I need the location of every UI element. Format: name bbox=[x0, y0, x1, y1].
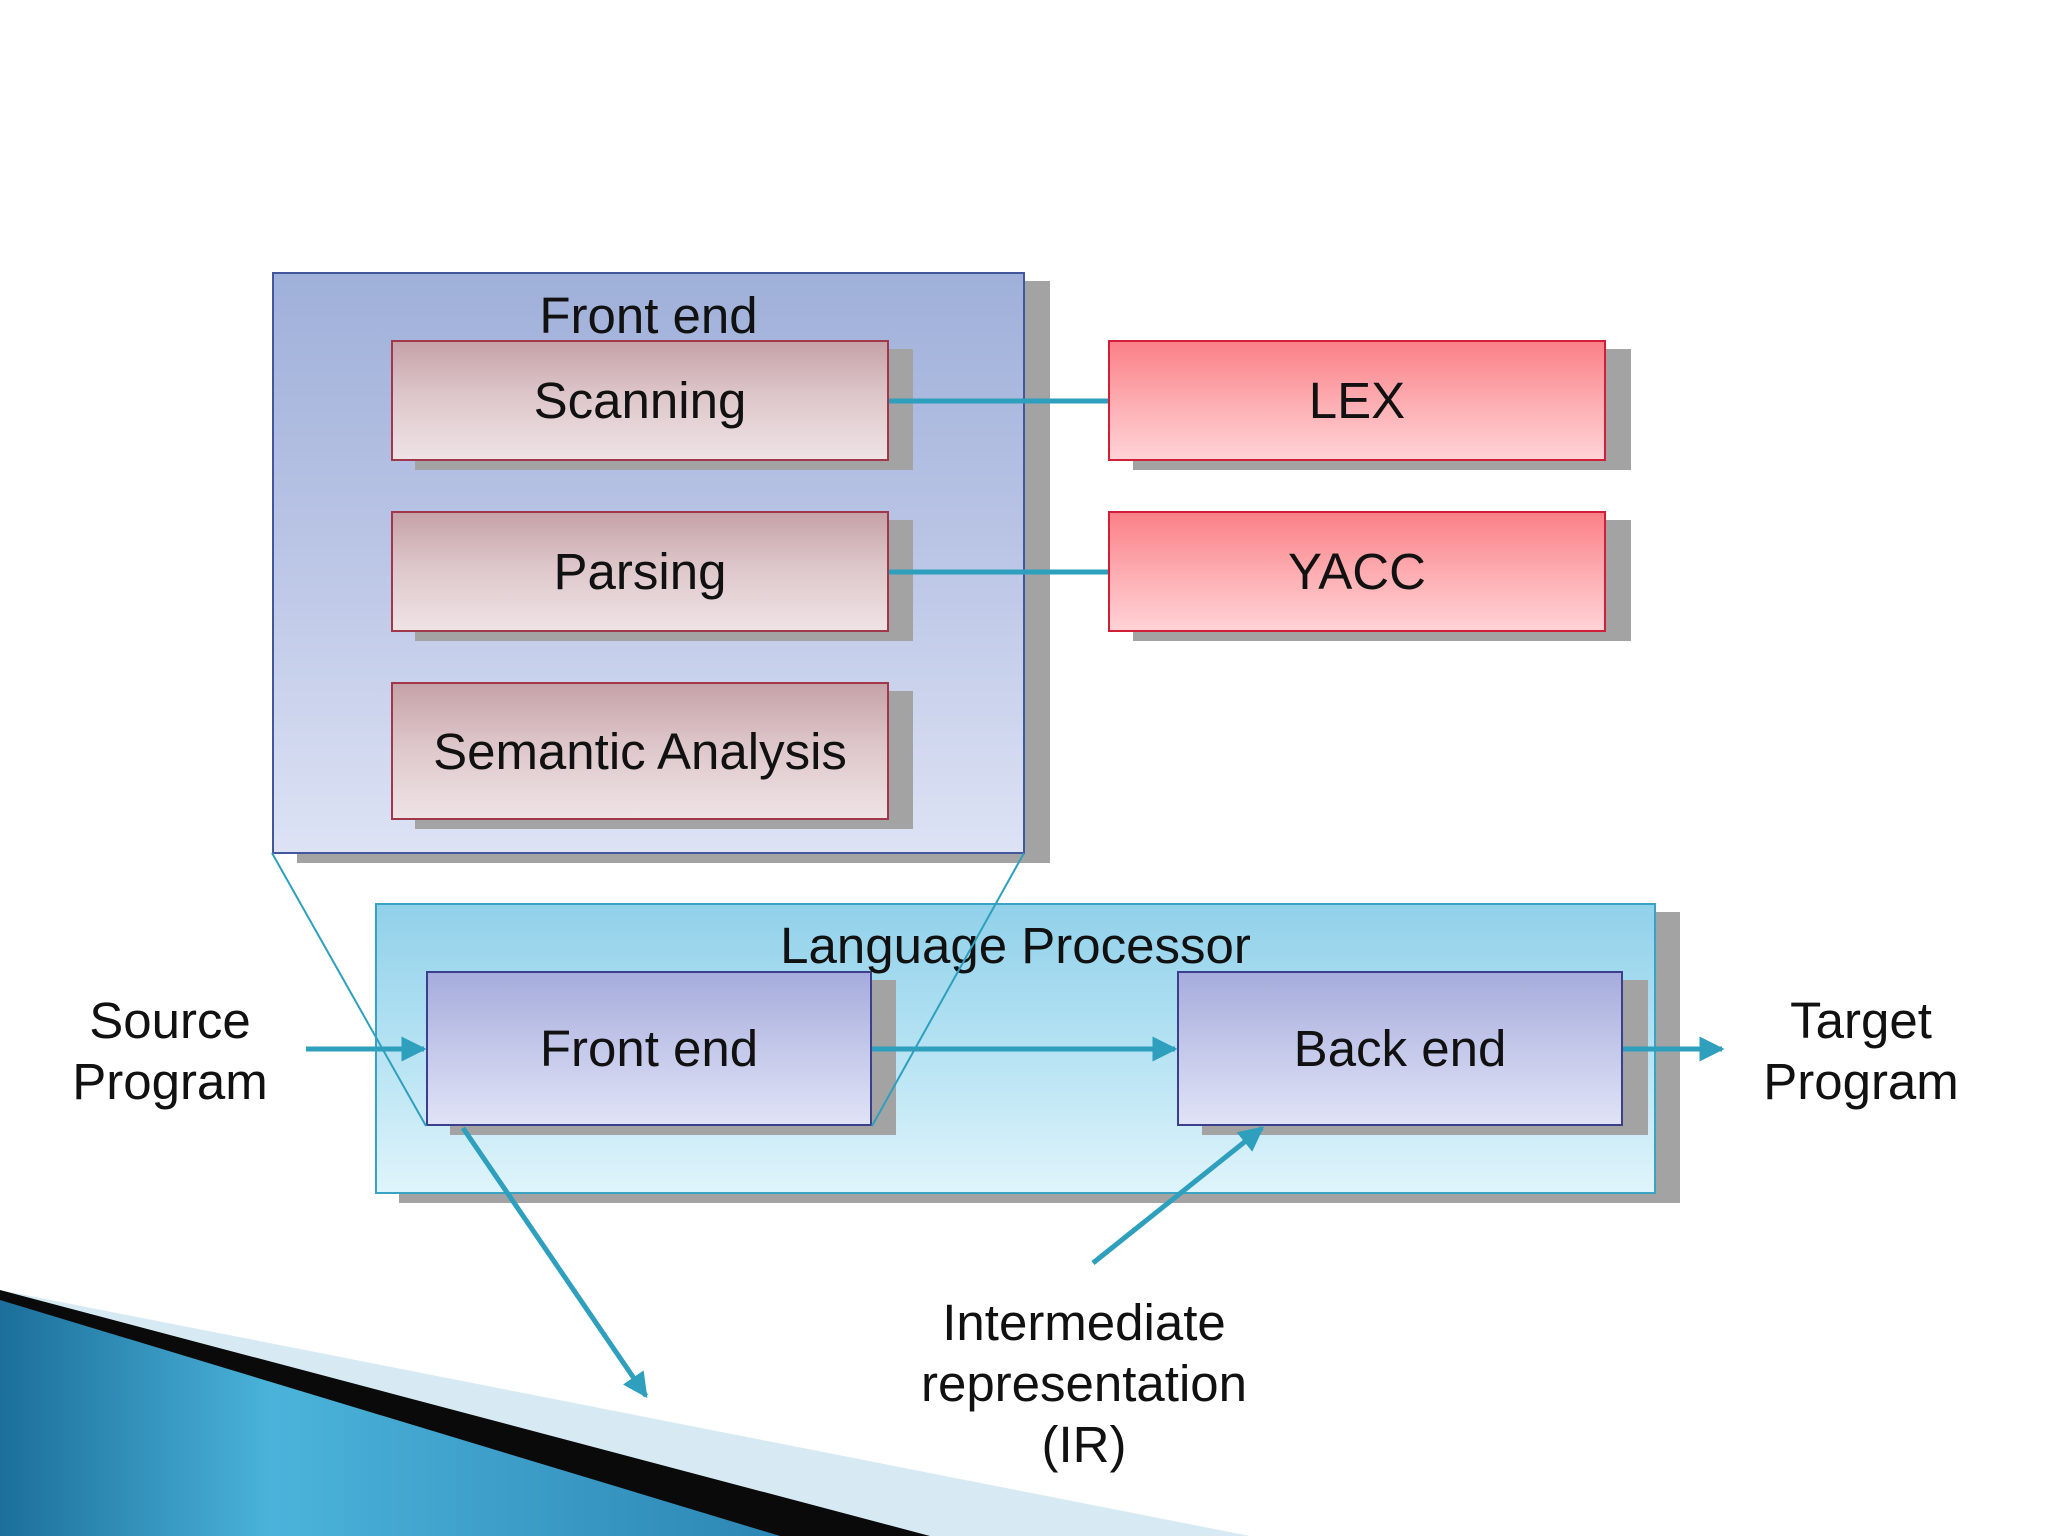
language-processor-title: Language Processor bbox=[780, 917, 1251, 974]
front-end-panel-title: Front end bbox=[539, 287, 758, 344]
zoom-line-left bbox=[271, 852, 427, 1127]
front-end-down-arrow bbox=[460, 1126, 649, 1399]
source-label-line2: Program bbox=[72, 1053, 268, 1111]
lp-front-end-box: Front end bbox=[426, 971, 872, 1126]
lp-back-end-box: Back end bbox=[1177, 971, 1623, 1126]
ir-label-line1: Intermediate bbox=[942, 1294, 1226, 1351]
lex-box: LEX bbox=[1108, 340, 1606, 461]
ir-label: Intermediate representation (IR) bbox=[884, 1292, 1284, 1476]
target-label-line2: Program bbox=[1763, 1053, 1959, 1111]
target-label-line1: Target bbox=[1790, 992, 1932, 1049]
ir-label-line2: representation bbox=[920, 1355, 1248, 1413]
corner-blue-band bbox=[0, 1300, 780, 1536]
zoom-line-right bbox=[871, 852, 1025, 1127]
ir-label-arrow bbox=[1091, 1126, 1264, 1265]
source-program-label: Source Program bbox=[60, 990, 280, 1112]
yacc-box: YACC bbox=[1108, 511, 1606, 632]
target-program-label: Target Program bbox=[1746, 990, 1976, 1112]
scanning-box: Scanning bbox=[391, 340, 889, 461]
ir-label-line3: (IR) bbox=[1041, 1416, 1127, 1474]
semantic-analysis-box: Semantic Analysis bbox=[391, 682, 889, 820]
parsing-box: Parsing bbox=[391, 511, 889, 632]
source-label-line1: Source bbox=[89, 992, 251, 1049]
